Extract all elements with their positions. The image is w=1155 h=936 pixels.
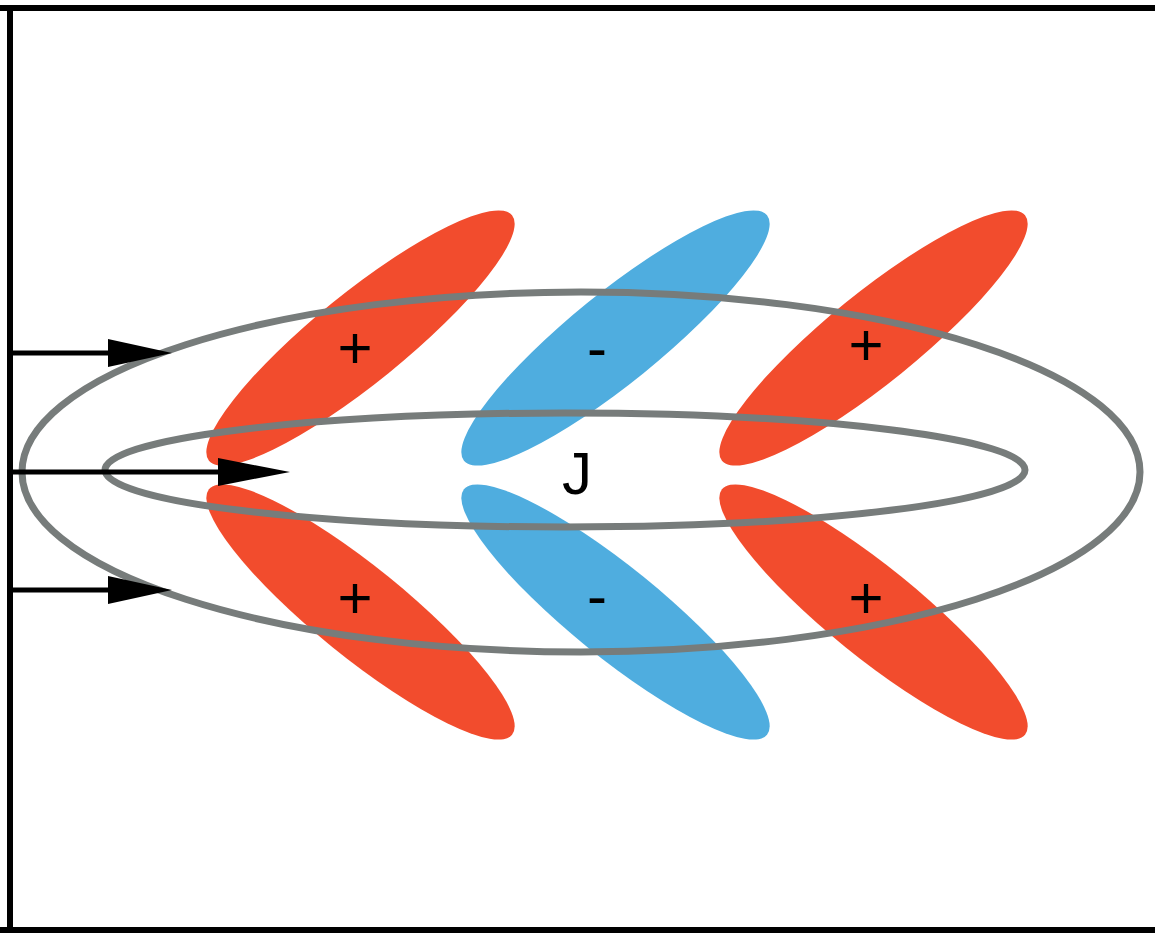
arrow-head [108, 576, 172, 604]
current-label: J [562, 444, 592, 504]
arrow-head [218, 458, 290, 486]
lobe-fill [459, 208, 772, 468]
frame-line [0, 927, 1155, 933]
charge-sign: + [337, 318, 372, 378]
charge-lobe: + [204, 208, 517, 468]
charge-lobe: - [459, 208, 772, 468]
charge-lobe: + [717, 208, 1030, 468]
lobe-fill [717, 208, 1030, 468]
lobe-fill [717, 482, 1030, 742]
charge-sign: - [587, 318, 607, 378]
charge-sign: + [848, 568, 883, 628]
charge-lobe: + [717, 482, 1030, 742]
lobe-shape [459, 482, 772, 742]
frame-line [7, 5, 13, 932]
lobe-fill [459, 482, 772, 742]
charge-lobe: - [459, 482, 772, 742]
arrow-head [108, 339, 172, 367]
flow-arrow [13, 470, 240, 475]
charge-sign: - [587, 566, 607, 626]
frame-line [0, 5, 1155, 11]
current-loop [105, 413, 1025, 527]
charge-lobe: + [204, 482, 517, 742]
charge-sign: + [848, 315, 883, 375]
lobe-shape [459, 208, 772, 468]
charge-sign: + [337, 568, 372, 628]
